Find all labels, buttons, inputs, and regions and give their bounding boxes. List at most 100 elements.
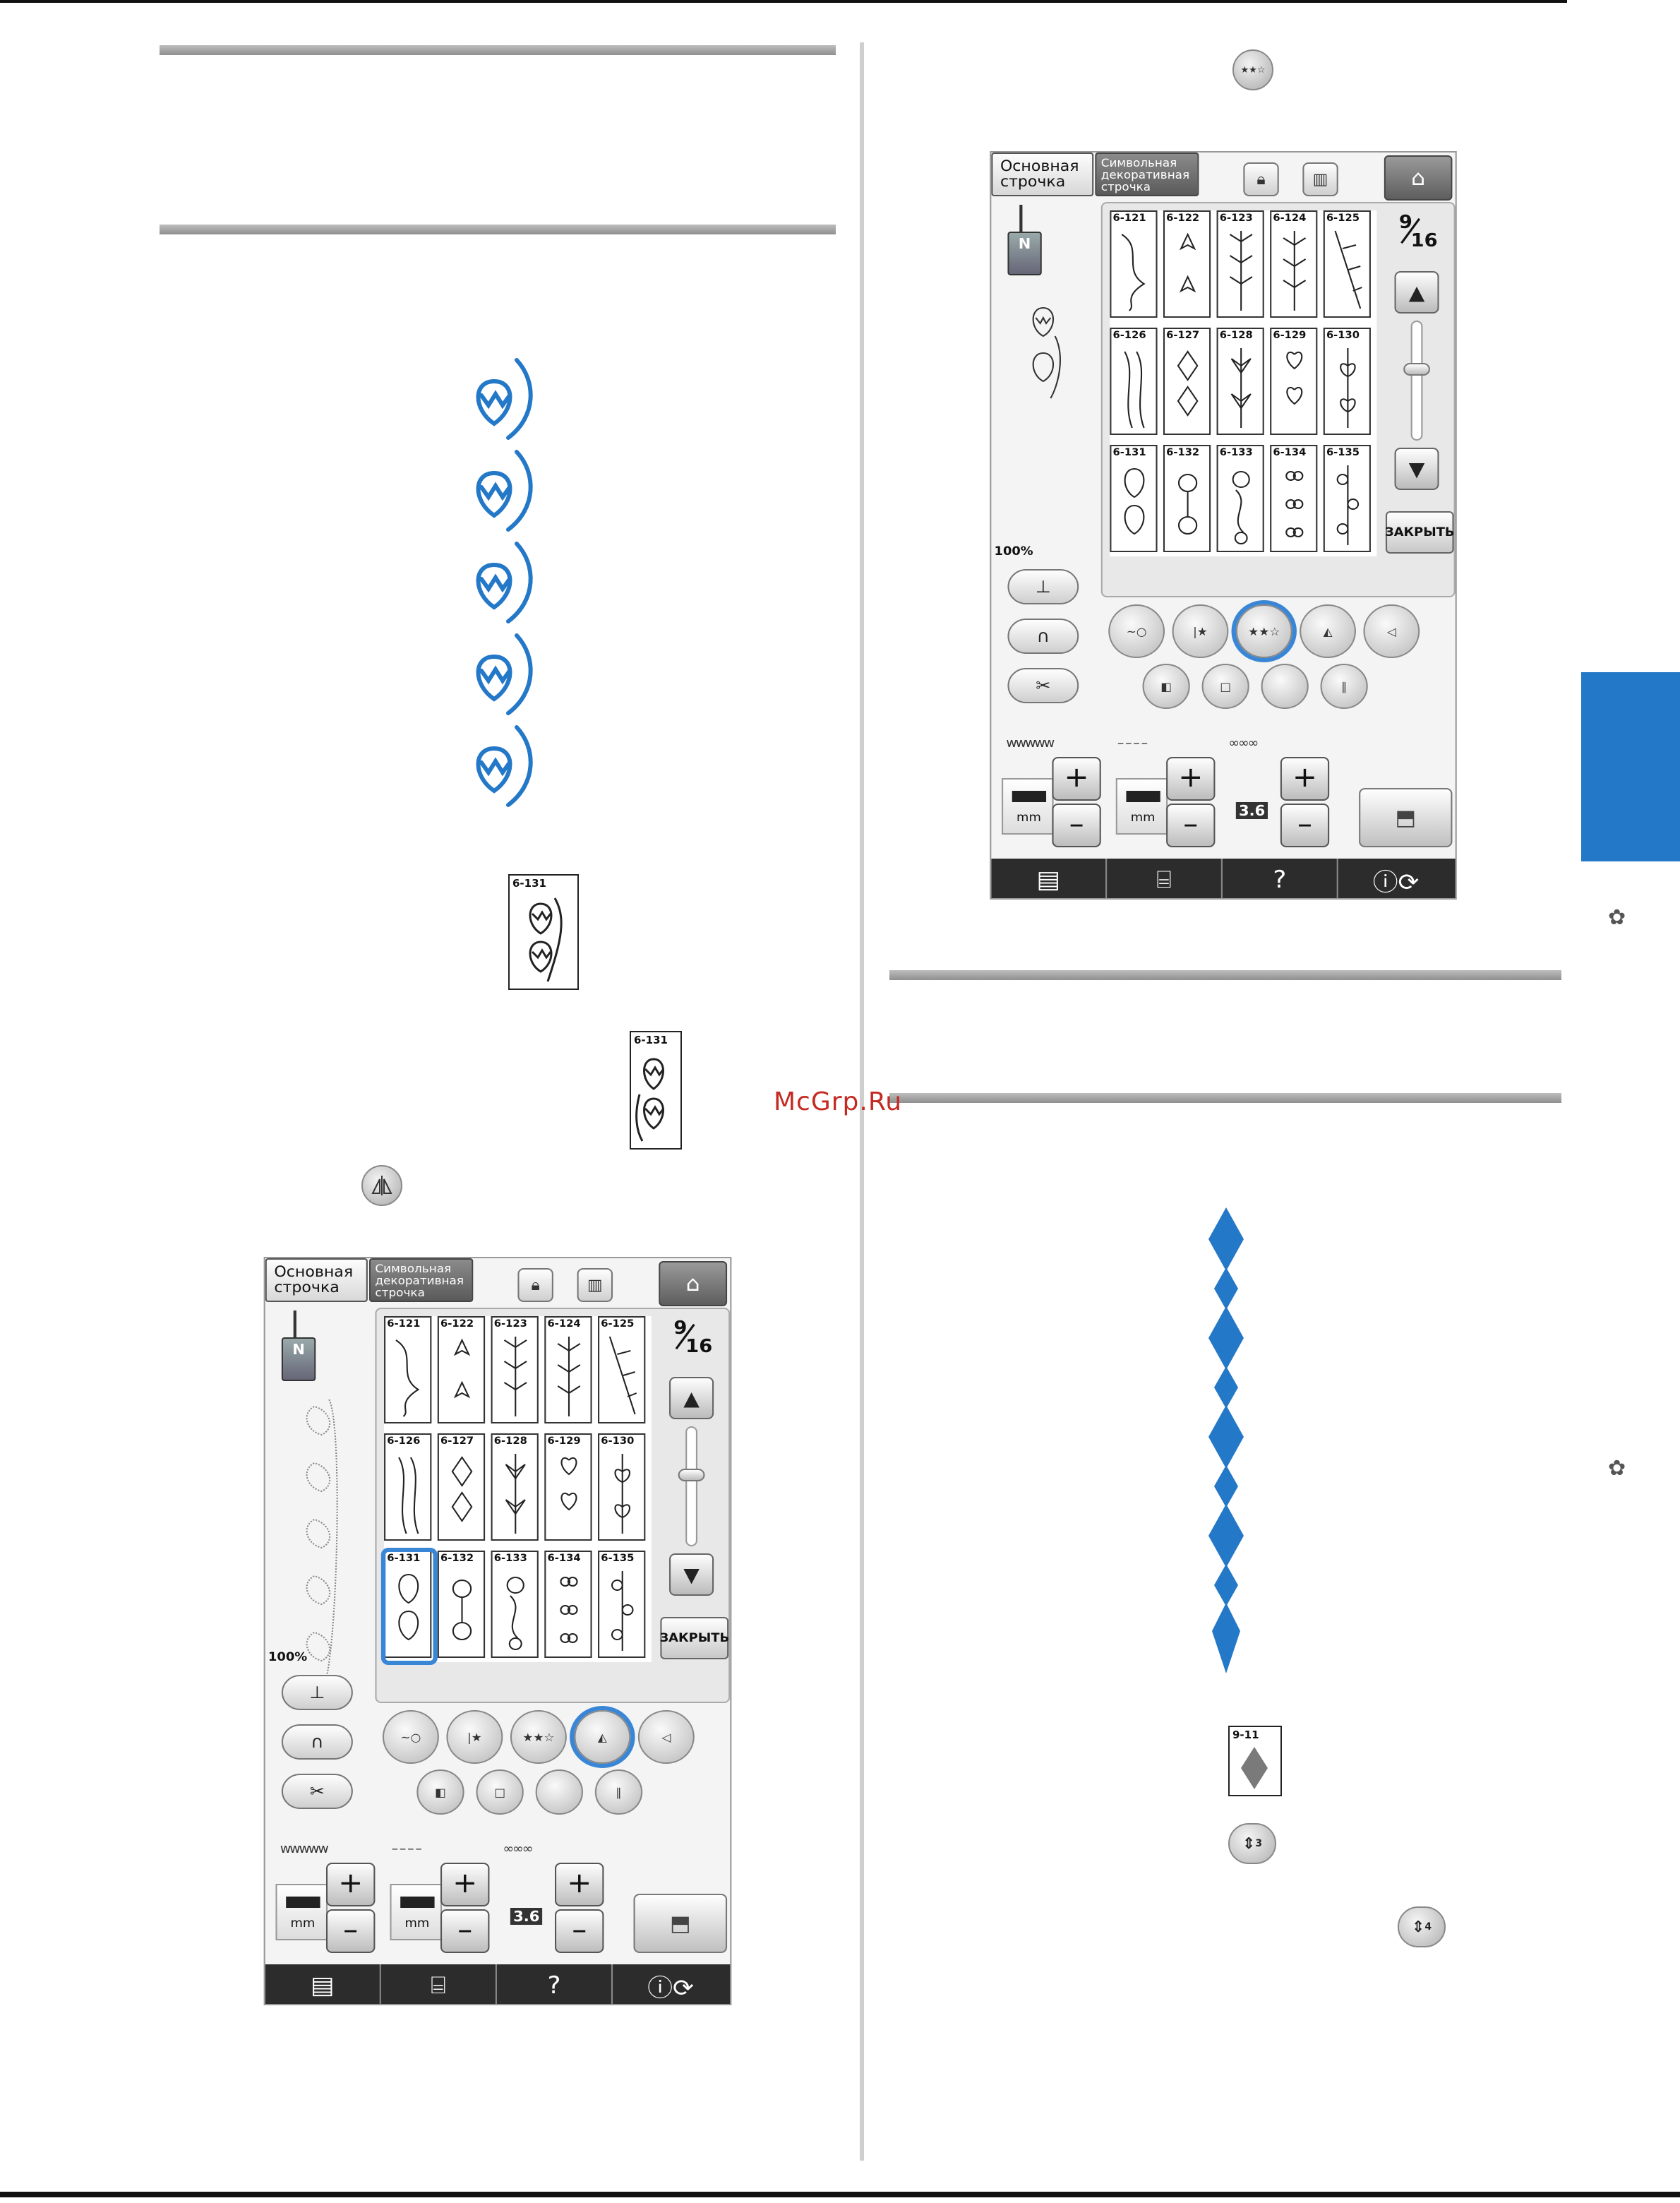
combine-icon[interactable]: |★ xyxy=(446,1710,503,1764)
pattern-cell[interactable]: 6-125 xyxy=(1323,210,1371,318)
length-plus-button[interactable]: + xyxy=(1166,757,1216,801)
pattern-cell[interactable]: 6-122 xyxy=(1163,210,1211,318)
tab-main-stitch[interactable]: Основная строчка xyxy=(265,1258,368,1302)
twin-needle-icon[interactable]: ∥ xyxy=(1320,664,1368,709)
settings-icon[interactable]: ⓘ⟳ xyxy=(1372,868,1420,897)
pattern-cell[interactable]: 6-124 xyxy=(1270,210,1318,318)
pattern-cell[interactable]: 6-130 xyxy=(598,1433,646,1541)
pattern-cell[interactable]: 6-122 xyxy=(437,1316,486,1423)
pattern-cell[interactable]: 6-126 xyxy=(384,1433,432,1541)
presser-foot-button[interactable]: ⊥ xyxy=(1007,569,1079,604)
settings-icon[interactable]: ⓘ⟳ xyxy=(647,1974,694,2002)
help-button[interactable]: ? xyxy=(1223,859,1338,898)
lock-button[interactable]: 🔒︎ xyxy=(1243,162,1279,196)
tab-decorative-stitch[interactable]: Символьная декоративная строчка xyxy=(1095,153,1199,196)
mirror-icon[interactable]: ◭ xyxy=(574,1710,631,1764)
memory-button[interactable]: ⬒ xyxy=(1359,788,1453,847)
reverse-button[interactable]: ∩ xyxy=(281,1724,353,1760)
scroll-track[interactable] xyxy=(1410,321,1423,441)
pattern-cell[interactable]: 6-130 xyxy=(1323,328,1371,435)
pattern-6-131-box: 6-131 xyxy=(508,874,579,990)
pattern-cell[interactable]: 6-132 xyxy=(1163,445,1211,552)
mirror-icon[interactable]: ◭ xyxy=(1300,604,1356,658)
pattern-cell[interactable]: 6-124 xyxy=(544,1316,592,1423)
width-minus-button[interactable]: – xyxy=(1052,804,1101,847)
home-button[interactable]: ⌂ xyxy=(659,1261,728,1306)
pattern-cell[interactable]: 6-129 xyxy=(1270,328,1318,435)
blank-button[interactable] xyxy=(1261,664,1309,709)
pattern-cell[interactable]: 6-125 xyxy=(598,1316,646,1423)
scroll-thumb[interactable] xyxy=(678,1469,705,1481)
lock-button[interactable]: 🔒︎ xyxy=(517,1268,553,1302)
pattern-cell[interactable]: 6-123 xyxy=(1216,210,1264,318)
pattern-cell[interactable]: 6-127 xyxy=(437,1433,486,1541)
pattern-cell[interactable]: 6-129 xyxy=(544,1433,592,1541)
pattern-cell[interactable]: 6-126 xyxy=(1110,328,1158,435)
pattern-cell[interactable]: 6-131 xyxy=(1110,445,1158,552)
help-button[interactable]: ? xyxy=(497,1964,613,2004)
machine-icon[interactable]: ⌸ xyxy=(1107,859,1223,898)
width-plus-button[interactable]: + xyxy=(325,1863,376,1906)
pattern-cell[interactable]: 6-121 xyxy=(384,1316,432,1423)
manual-button[interactable]: ▥ xyxy=(1302,162,1338,196)
pattern-cell[interactable]: 6-133 xyxy=(491,1551,539,1658)
length-minus-button[interactable]: – xyxy=(1166,804,1216,847)
scroll-thumb[interactable] xyxy=(1403,363,1430,376)
pattern-cell[interactable]: 6-134 xyxy=(544,1551,592,1658)
size-icon[interactable]: □ xyxy=(1201,664,1249,709)
document-icon[interactable]: ▤ xyxy=(991,859,1108,898)
tension-minus-button[interactable]: – xyxy=(555,1909,604,1953)
length-plus-button[interactable]: + xyxy=(440,1863,490,1906)
home-button[interactable]: ⌂ xyxy=(1384,155,1453,201)
eraser-icon[interactable]: ◧ xyxy=(1142,664,1190,709)
size-icon[interactable]: □ xyxy=(476,1769,524,1815)
thread-icon[interactable]: ~○ xyxy=(382,1710,439,1764)
reverse-button[interactable]: ∩ xyxy=(1007,619,1079,654)
scroll-down-button[interactable]: ▼ xyxy=(669,1553,714,1596)
pattern-cell[interactable]: 6-132 xyxy=(437,1551,486,1658)
flip-icon[interactable]: ◁ xyxy=(1363,604,1420,658)
combine-icon[interactable]: |★ xyxy=(1172,604,1229,658)
scroll-down-button[interactable]: ▼ xyxy=(1394,448,1439,490)
stars-icon[interactable]: ★★☆ xyxy=(510,1710,567,1764)
pattern-cell[interactable]: 6-127 xyxy=(1163,328,1211,435)
cut-button[interactable]: ✂ xyxy=(281,1774,353,1809)
tension-plus-button[interactable]: + xyxy=(1280,757,1330,801)
scroll-up-button[interactable]: ▲ xyxy=(669,1377,714,1419)
scroll-up-button[interactable]: ▲ xyxy=(1394,271,1439,314)
memory-button[interactable]: ⬒ xyxy=(633,1894,728,1953)
presser-foot-button[interactable]: ⊥ xyxy=(281,1675,353,1710)
thread-icon[interactable]: ~○ xyxy=(1108,604,1165,658)
machine-icon[interactable]: ⌸ xyxy=(381,1964,497,2004)
length-display: mm xyxy=(390,1884,443,1940)
tension-minus-button[interactable]: – xyxy=(1280,804,1330,847)
pattern-cell[interactable]: 6-135 xyxy=(598,1551,646,1658)
pattern-cell[interactable]: 6-123 xyxy=(491,1316,539,1423)
manual-button[interactable]: ▥ xyxy=(577,1268,613,1302)
pattern-cell[interactable]: 6-135 xyxy=(1323,445,1371,552)
tab-decorative-stitch[interactable]: Символьная декоративная строчка xyxy=(369,1258,474,1302)
close-button[interactable]: ЗАКРЫТЬ xyxy=(1385,511,1454,554)
pattern-cell[interactable]: 6-133 xyxy=(1216,445,1264,552)
flip-icon[interactable]: ◁ xyxy=(637,1710,695,1764)
blank-button[interactable] xyxy=(535,1769,583,1815)
pattern-cell[interactable]: 6-121 xyxy=(1110,210,1158,318)
scroll-track[interactable] xyxy=(685,1426,697,1546)
cut-button[interactable]: ✂ xyxy=(1007,668,1079,703)
tab-main-stitch[interactable]: Основная строчка xyxy=(991,153,1094,196)
width-minus-button[interactable]: – xyxy=(325,1909,376,1953)
cell-number: 6-123 xyxy=(493,1318,527,1330)
pattern-cell[interactable]: 6-128 xyxy=(1216,328,1264,435)
close-button[interactable]: ЗАКРЫТЬ xyxy=(659,1617,729,1659)
length-minus-button[interactable]: – xyxy=(440,1909,490,1953)
tension-plus-button[interactable]: + xyxy=(555,1863,604,1906)
twin-needle-icon[interactable]: ∥ xyxy=(594,1769,643,1815)
pattern-cell[interactable]: 6-131 xyxy=(384,1551,432,1658)
eraser-icon[interactable]: ◧ xyxy=(416,1769,464,1815)
document-icon[interactable]: ▤ xyxy=(265,1964,381,2004)
width-plus-button[interactable]: + xyxy=(1052,757,1101,801)
pattern-cell[interactable]: 6-128 xyxy=(491,1433,539,1541)
stars-icon[interactable]: ★★☆ xyxy=(1235,604,1292,658)
pattern-cell[interactable]: 6-134 xyxy=(1270,445,1318,552)
cell-number: 6-127 xyxy=(440,1435,474,1447)
